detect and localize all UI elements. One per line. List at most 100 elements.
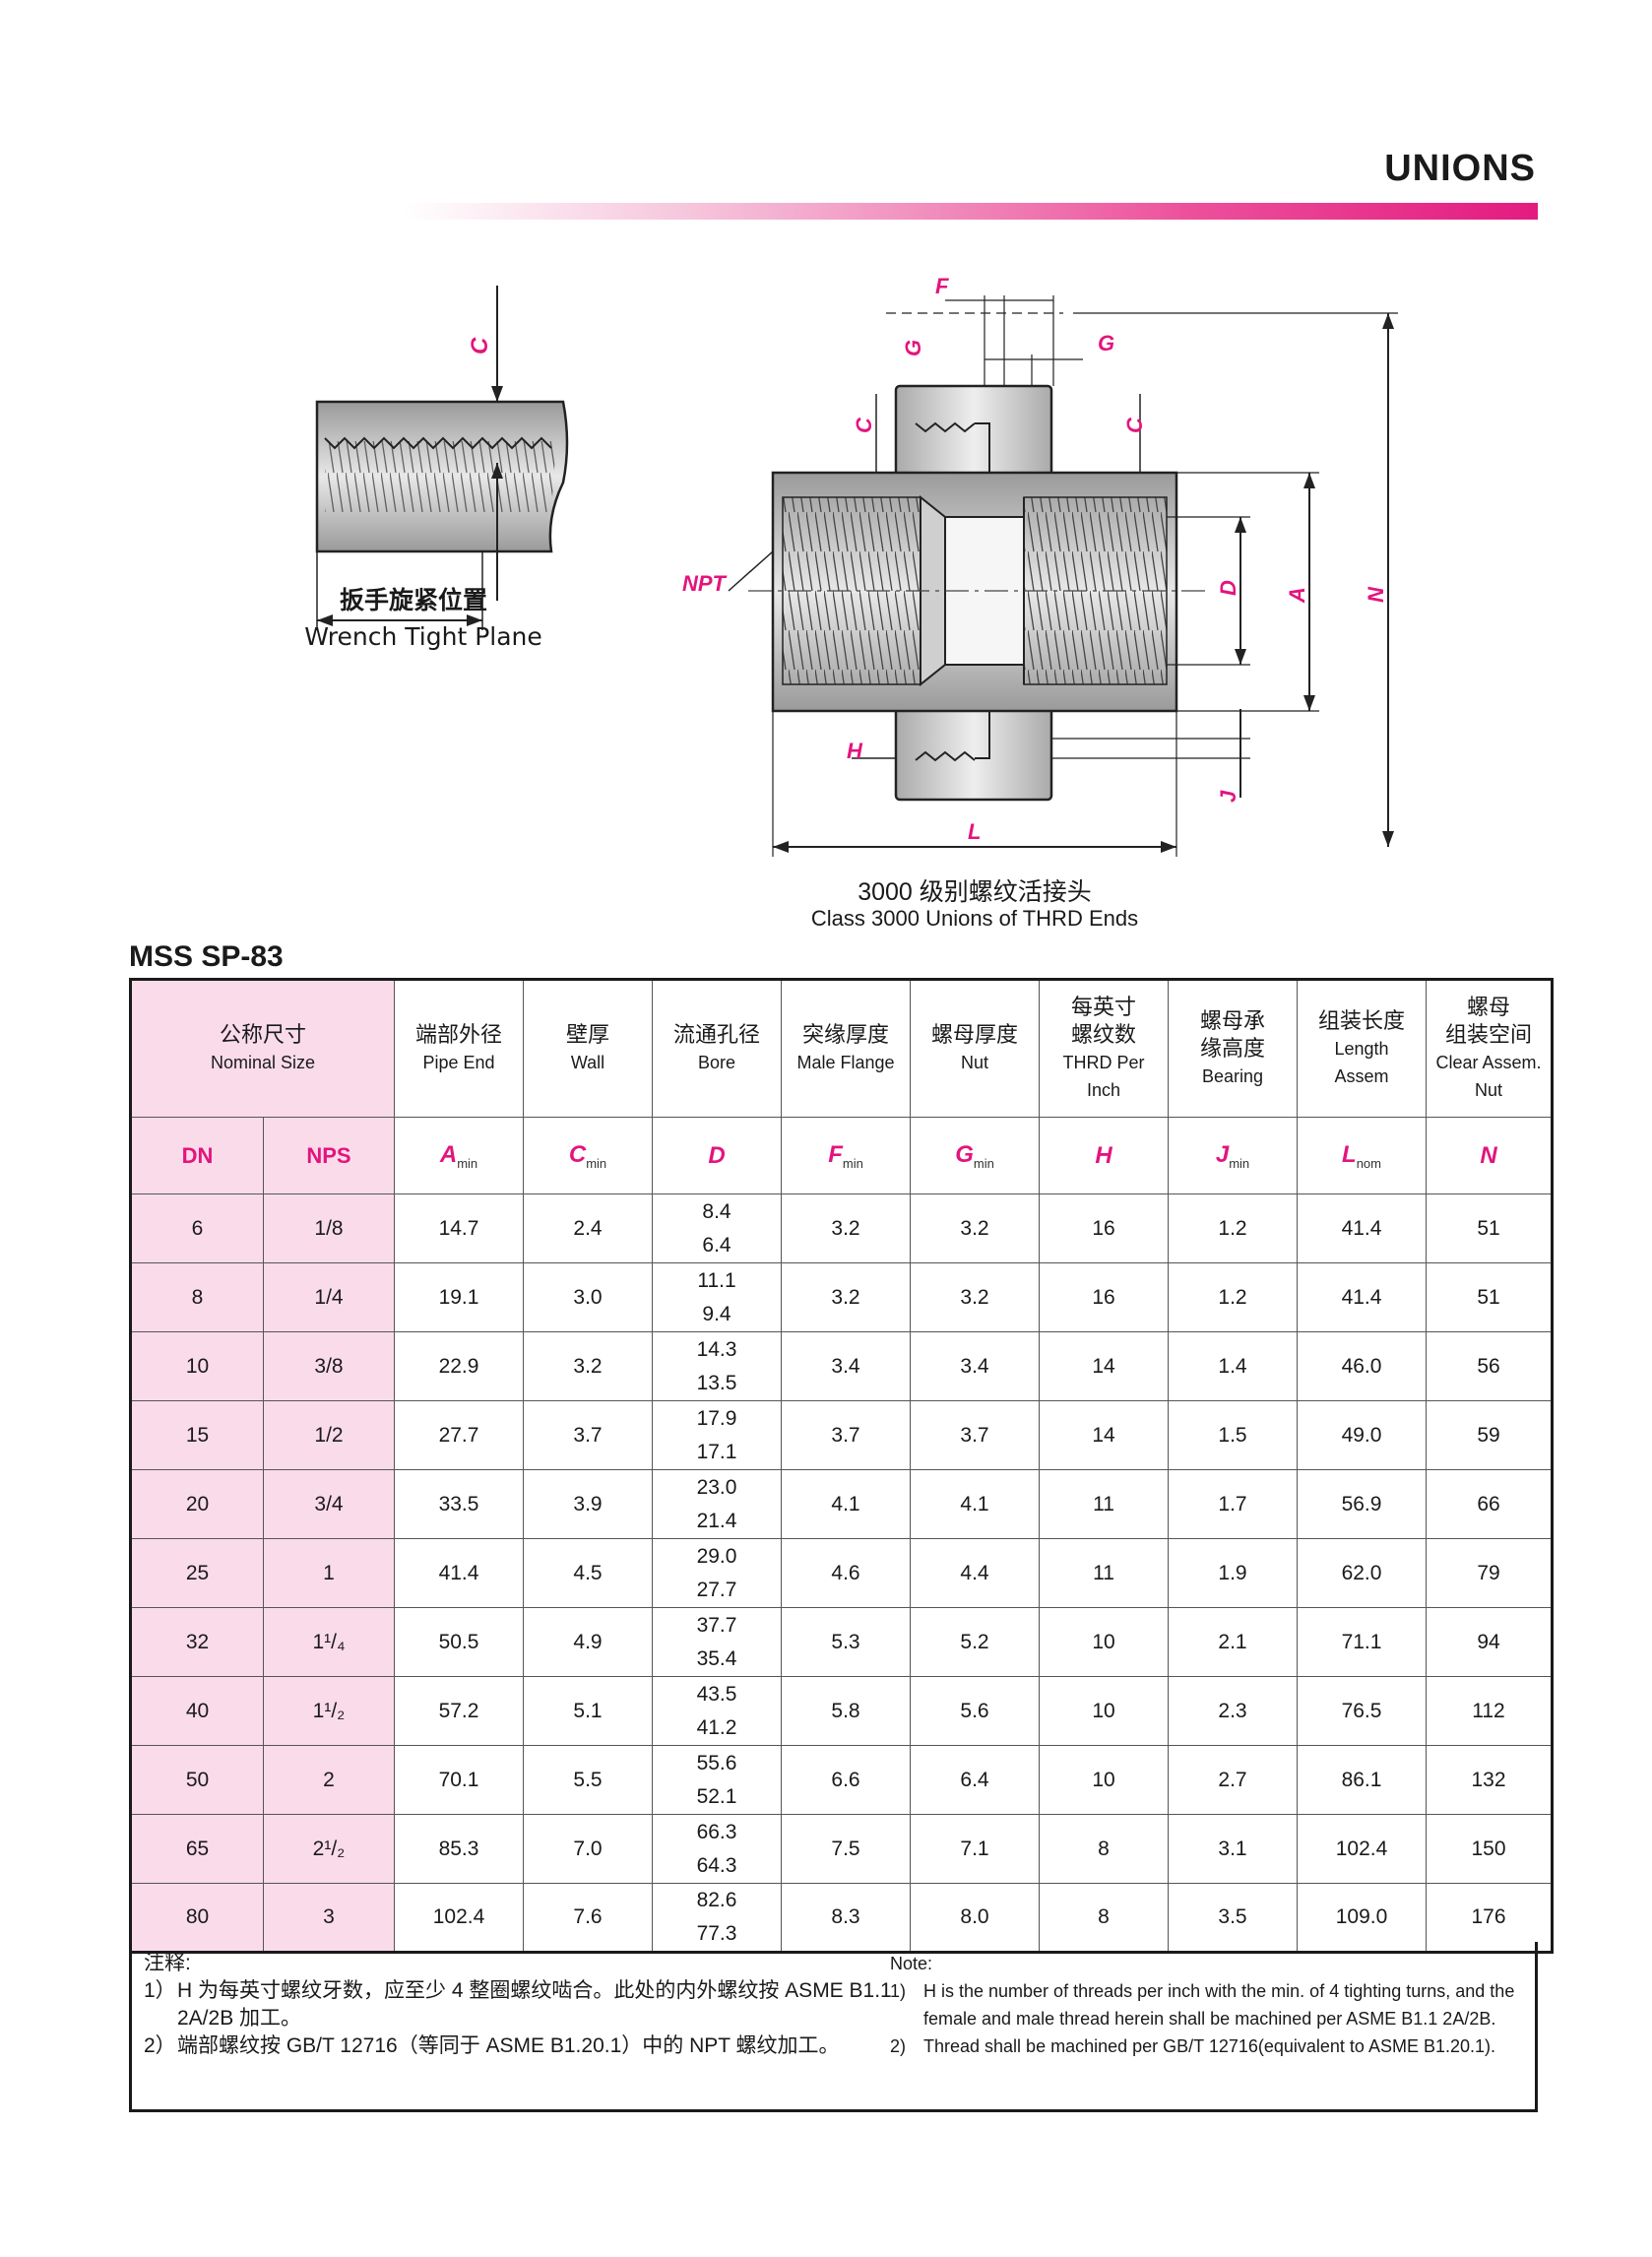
label-a: A [1285,587,1309,604]
header-nominal-size: 公称尺寸 Nominal Size [130,979,395,1118]
cell-bore-max: 66.3 [696,1820,737,1843]
cell-l: 41.4 [1297,1262,1427,1332]
cell-dn: 20 [130,1469,264,1539]
symbol-l: Lnom [1297,1117,1427,1194]
header-c-cn: 壁厚 [565,1022,609,1047]
cell-c: 4.5 [523,1538,653,1608]
cell-bore-min: 17.1 [696,1440,737,1463]
cell-c: 3.9 [523,1469,653,1539]
cell-g: 4.1 [910,1469,1040,1539]
header-f-cn: 突缘厚度 [801,1022,889,1047]
cell-bore-min: 64.3 [696,1853,737,1877]
cell-h: 10 [1039,1745,1169,1815]
cell-g: 5.2 [910,1607,1040,1677]
cell-h: 16 [1039,1262,1169,1332]
cell-dn: 32 [130,1607,264,1677]
cell-nps: 2¹/₂ [263,1814,395,1884]
cell-bore-min: 35.4 [696,1646,737,1670]
cell-c: 4.9 [523,1607,653,1677]
header-j-en: Bearing [1201,1066,1264,1086]
cell-l: 102.4 [1297,1814,1427,1884]
header-a-cn: 端部外径 [414,1022,502,1047]
cell-bore-min: 13.5 [696,1371,737,1394]
cell-bore-max: 55.6 [696,1751,737,1774]
cell-f: 4.1 [781,1469,911,1539]
header-a-en: Pipe End [422,1053,495,1072]
label-g-right: G [1098,331,1114,355]
cell-bore: 82.6 77.3 [652,1883,782,1953]
cell-h: 8 [1039,1883,1169,1953]
header-j-cn2: 缘高度 [1199,1036,1265,1061]
cell-f: 4.6 [781,1538,911,1608]
symbol-nps: NPS [263,1117,395,1194]
header-l-en2: Assem [1334,1066,1389,1086]
cell-l: 76.5 [1297,1676,1427,1746]
cell-a: 50.5 [394,1607,524,1677]
cell-c: 3.7 [523,1400,653,1470]
cell-g: 5.6 [910,1676,1040,1746]
cell-bore-min: 77.3 [696,1922,737,1945]
cell-g: 3.4 [910,1331,1040,1401]
header-thread-per-inch: 每英寸 螺纹数 THRD Per Inch [1039,979,1169,1118]
header-l-en1: Length [1334,1039,1389,1059]
cell-nps: 1/4 [263,1262,395,1332]
cell-n: 66 [1426,1469,1553,1539]
cell-h: 14 [1039,1331,1169,1401]
cell-dn: 15 [130,1400,264,1470]
header-n-en1: Clear Assem. [1435,1053,1542,1072]
cell-j: 2.1 [1168,1607,1298,1677]
cell-j: 1.2 [1168,1262,1298,1332]
cell-a: 85.3 [394,1814,524,1884]
cell-c: 3.2 [523,1331,653,1401]
header-bearing: 螺母承 缘高度 Bearing [1168,979,1298,1118]
cell-h: 14 [1039,1400,1169,1470]
cell-n: 79 [1426,1538,1553,1608]
cell-n: 112 [1426,1676,1553,1746]
cell-bore-max: 8.4 [702,1199,731,1223]
cell-l: 56.9 [1297,1469,1427,1539]
wrench-tight-detail: C [315,286,569,630]
cell-n: 132 [1426,1745,1553,1815]
symbol-n: N [1426,1117,1553,1194]
cell-bore-max: 29.0 [696,1544,737,1568]
header-j-cn1: 螺母承 [1199,1008,1265,1033]
cell-a: 33.5 [394,1469,524,1539]
cell-j: 1.5 [1168,1400,1298,1470]
cell-bore-max: 82.6 [696,1889,737,1911]
union-section-view: F G G C C D A N H J L NPT [682,274,1398,857]
cell-nps: 1/8 [263,1193,395,1263]
header-f-en: Male Flange [796,1053,895,1072]
label-n: N [1364,586,1388,603]
union-technical-drawing: C [315,274,1398,857]
header-d-cn: 流通孔径 [672,1022,760,1047]
header-n-cn1: 螺母 [1466,995,1510,1019]
symbol-f: Fmin [781,1117,911,1194]
cell-c: 5.5 [523,1745,653,1815]
cell-nps: 1¹/₄ [263,1607,395,1677]
cell-nps: 3/8 [263,1331,395,1401]
header-h-cn1: 每英寸 [1070,995,1136,1019]
dimensions-table: 公称尺寸 Nominal Size 端部外径 Pipe End 壁厚 Wall … [129,978,1554,1954]
wrench-label-en: Wrench Tight Plane [304,622,542,651]
symbol-j: Jmin [1168,1117,1298,1194]
symbol-dn: DN [130,1117,264,1194]
header-h-cn2: 螺纹数 [1070,1022,1136,1047]
cell-j: 2.3 [1168,1676,1298,1746]
cell-j: 2.7 [1168,1745,1298,1815]
cell-bore-max: 43.5 [696,1682,737,1706]
drawing-caption-en: Class 3000 Unions of THRD Ends [810,906,1139,931]
cell-a: 102.4 [394,1883,524,1953]
cell-j: 1.2 [1168,1193,1298,1263]
cell-c: 5.1 [523,1676,653,1746]
cell-l: 46.0 [1297,1331,1427,1401]
